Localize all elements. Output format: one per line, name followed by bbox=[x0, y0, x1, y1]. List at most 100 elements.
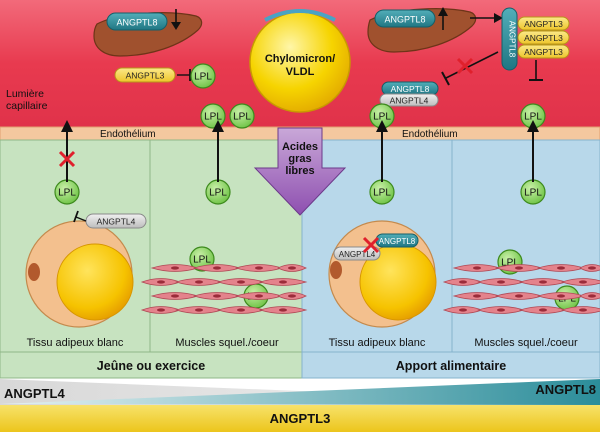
lpl-label: LPL bbox=[501, 258, 519, 269]
chylomicron-vldl-particle: Chylomicron/ VLDL bbox=[249, 9, 351, 113]
angptl8-label: ANGPTL8 bbox=[508, 21, 517, 58]
angptl3-bar bbox=[0, 405, 600, 432]
muscle-nucleus bbox=[557, 266, 565, 270]
lpl-label: LPL bbox=[58, 188, 76, 199]
lpl-circle: LPL bbox=[205, 179, 231, 205]
lpl-circle: LPL bbox=[369, 179, 395, 205]
muscle-nucleus bbox=[473, 266, 481, 270]
svg-text:Chylomicron/: Chylomicron/ bbox=[265, 53, 335, 65]
secretion-arrow bbox=[470, 13, 503, 23]
lpl-label: LPL bbox=[373, 188, 391, 199]
condition-label-fed: Apport alimentaire bbox=[396, 359, 506, 373]
svg-text:Acides: Acides bbox=[282, 141, 318, 153]
muscle-nucleus bbox=[213, 266, 221, 270]
muscle-nucleus bbox=[171, 294, 179, 298]
angptl3-bar-label: ANGPTL3 bbox=[270, 411, 331, 426]
svg-text:ANGPTL8: ANGPTL8 bbox=[379, 237, 416, 246]
lumen-label: Lumière bbox=[6, 88, 44, 100]
svg-text:ANGPTL3: ANGPTL3 bbox=[126, 71, 165, 81]
angptl4-bar-label: ANGPTL4 bbox=[4, 386, 65, 401]
angptl8-pill: ANGPTL8 bbox=[381, 81, 439, 96]
muscle-nucleus bbox=[171, 266, 179, 270]
svg-text:ANGPTL3: ANGPTL3 bbox=[524, 47, 563, 57]
svg-text:ANGPTL3: ANGPTL3 bbox=[524, 19, 563, 29]
muscle-fiber-icon bbox=[140, 264, 308, 314]
muscle-nucleus bbox=[459, 280, 467, 284]
inhibition-line bbox=[441, 51, 499, 86]
lpl-circle: LPL bbox=[54, 179, 80, 205]
muscle-nucleus bbox=[588, 294, 596, 298]
angptl3-pill: ANGPTL3 bbox=[517, 16, 570, 31]
lumen-label: capillaire bbox=[6, 100, 48, 112]
panel-caption-adipose: Tissu adipeux blanc bbox=[27, 337, 124, 349]
muscle-nucleus bbox=[515, 266, 523, 270]
muscle-nucleus bbox=[515, 294, 523, 298]
muscle-nucleus bbox=[195, 308, 203, 312]
muscle-nucleus bbox=[557, 294, 565, 298]
svg-text:ANGPTL4: ANGPTL4 bbox=[97, 217, 136, 227]
muscle-nucleus bbox=[279, 280, 287, 284]
muscle-nucleus bbox=[588, 266, 596, 270]
lpl-circle: LPL bbox=[190, 63, 216, 89]
lpl-label: LPL bbox=[524, 188, 542, 199]
angptl3-pill: ANGPTL3 bbox=[114, 67, 176, 83]
muscle-nucleus bbox=[539, 280, 547, 284]
lpl-circle: LPL bbox=[229, 103, 255, 129]
inhibition-line bbox=[73, 210, 87, 223]
angptl4-pill: ANGPTL4 bbox=[379, 93, 439, 107]
muscle-nucleus bbox=[497, 308, 505, 312]
angptl4-pill: ANGPTL4 bbox=[333, 246, 381, 261]
inhibition-line bbox=[529, 60, 543, 81]
angptl8-gradient-bar bbox=[0, 379, 600, 405]
svg-text:VLDL: VLDL bbox=[286, 66, 315, 78]
svg-text:ANGPTL4: ANGPTL4 bbox=[390, 96, 429, 106]
translocation-arrow bbox=[212, 120, 224, 182]
angptl8-pill: ANGPTL8 bbox=[374, 9, 436, 28]
muscle-nucleus bbox=[288, 294, 296, 298]
muscle-nucleus bbox=[473, 294, 481, 298]
condition-label-fasting: Jeûne ou exercice bbox=[97, 359, 205, 373]
down-arrow-icon bbox=[171, 9, 181, 30]
angptl3-pill: ANGPTL3 bbox=[517, 44, 570, 59]
panel-fed-muscle bbox=[451, 139, 600, 353]
endothelium-label: Endothélium bbox=[100, 129, 156, 140]
muscle-nucleus bbox=[237, 308, 245, 312]
svg-text:libres: libres bbox=[285, 165, 314, 177]
condition-strip-fed bbox=[301, 351, 600, 379]
angptl8-pill: ANGPTL8 bbox=[106, 12, 168, 31]
up-arrow-icon bbox=[438, 7, 448, 30]
muscle-fiber-icon bbox=[442, 264, 600, 314]
inhibition-line bbox=[177, 69, 191, 81]
lpl-label: LPL bbox=[204, 112, 222, 123]
muscle-nucleus bbox=[237, 280, 245, 284]
translocation-arrow bbox=[527, 120, 539, 182]
angptl8-pill: ANGPTL8 bbox=[375, 233, 419, 248]
muscle-nucleus bbox=[195, 280, 203, 284]
lpl-label: LPL bbox=[209, 188, 227, 199]
svg-text:ANGPTL4: ANGPTL4 bbox=[339, 250, 376, 259]
condition-strip-fasting bbox=[0, 351, 303, 379]
angptl8-vertical-pill: ANGPTL8 bbox=[501, 7, 518, 71]
inhibition-cross-icon bbox=[456, 57, 474, 75]
svg-text:ANGPTL8: ANGPTL8 bbox=[391, 84, 430, 94]
muscle-nucleus bbox=[255, 294, 263, 298]
lpl-label: LPL bbox=[373, 112, 391, 123]
angptl4-pill: ANGPTL4 bbox=[85, 213, 147, 229]
translocation-arrow bbox=[376, 120, 388, 182]
lpl-circle: LPL bbox=[520, 179, 546, 205]
lpl-label: LPL bbox=[524, 112, 542, 123]
fatty-acids-arrow: Acides gras libres bbox=[253, 127, 347, 216]
muscle-nucleus bbox=[157, 308, 165, 312]
svg-text:ANGPTL3: ANGPTL3 bbox=[524, 33, 563, 43]
lpl-label: LPL bbox=[233, 112, 251, 123]
panel-caption-muscle: Muscles squel./coeur bbox=[474, 337, 578, 349]
panel-caption-adipose: Tissu adipeux blanc bbox=[329, 337, 426, 349]
lpl-label: LPL bbox=[194, 72, 212, 83]
angptl8-label: ANGPTL8 bbox=[384, 15, 425, 25]
inhibition-cross-icon bbox=[58, 150, 76, 168]
muscle-nucleus bbox=[288, 266, 296, 270]
muscle-nucleus bbox=[459, 308, 467, 312]
muscle-nucleus bbox=[157, 280, 165, 284]
